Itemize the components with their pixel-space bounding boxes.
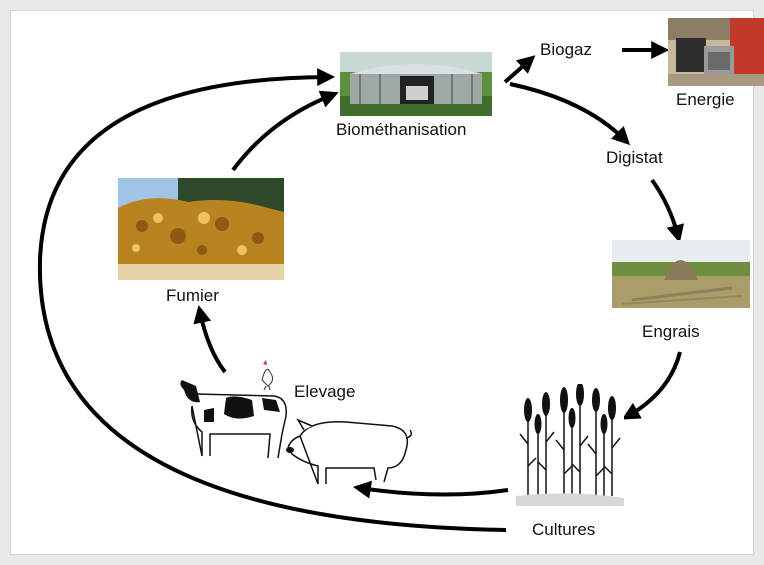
energie-photo [668,18,764,86]
biogaz-label: Biogaz [540,40,592,59]
elevage-drawing [170,350,412,490]
arrow-cultures-to-biomethanisation [37,68,507,532]
biomethanisation-label: Biométhanisation [336,120,467,139]
fumier-photo [118,178,284,280]
arrow-digistat-to-engrais [650,178,685,243]
elevage-label: Elevage [294,382,356,401]
arrow-biomethanisation-to-biogaz [503,55,536,84]
arrow-engrais-to-cultures [621,351,682,420]
digistat-label: Digistat [606,148,663,167]
biomethanisation-photo [340,52,492,116]
arrow-elevage-to-fumier [193,304,227,374]
energie-label: Energie [676,90,735,109]
arrow-fumier-to-biomethanisation [231,90,339,172]
cultures-label: Cultures [532,520,596,539]
fumier-label: Fumier [166,286,219,305]
engrais-label: Engrais [642,322,700,341]
arrow-cultures-to-elevage [352,480,509,499]
cultures-drawing [516,384,624,506]
arrow-biomethanisation-to-digistat [509,82,631,146]
engrais-photo [612,240,750,308]
